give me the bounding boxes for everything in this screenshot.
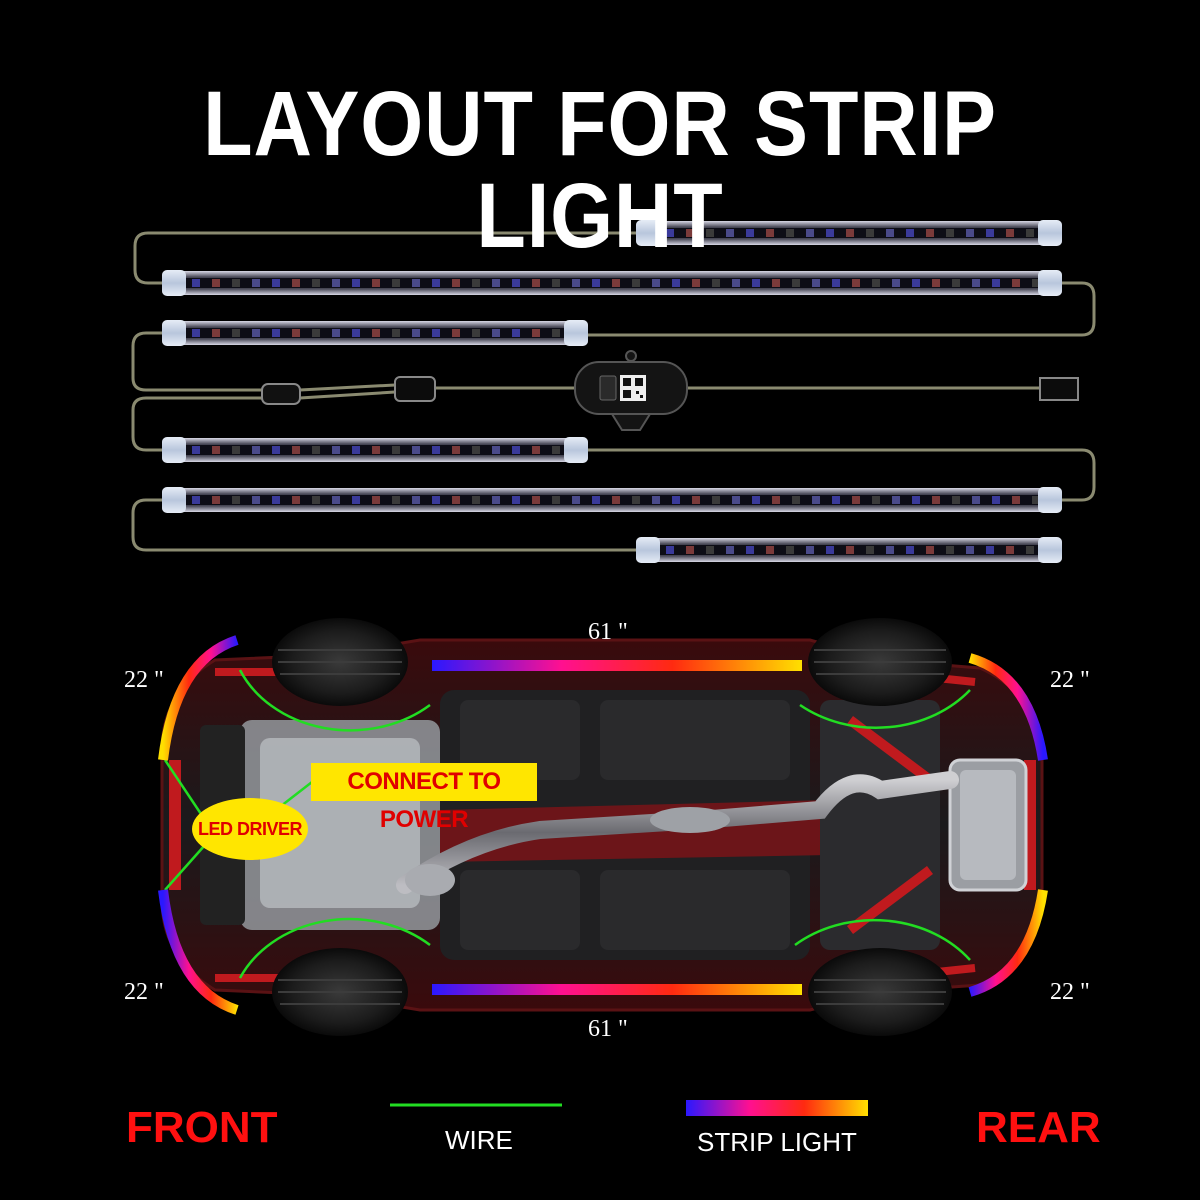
strip-kit-illustration [131,220,1096,563]
strip-side-top [432,660,802,671]
led-strips [162,220,1062,563]
strip-rear-top [968,653,1048,761]
strip-short-top [636,220,1062,246]
front-left-tire [272,618,408,706]
legend-strip-label: STRIP LIGHT [697,1127,857,1157]
connection-wires [131,231,1096,552]
strip-long-2 [162,487,1062,513]
strip-long-1 [162,270,1062,296]
page-title: LAYOUT FOR STRIP LIGHT [203,73,997,267]
dim-side-bottom: 61 " [588,1016,628,1042]
strip-front-top [158,635,239,761]
dim-rear-right-bottom: 22 " [1050,979,1090,1005]
led-driver-callout: LED DRIVER [192,798,308,860]
strip-mid-2 [162,437,588,463]
dim-front-left-bottom: 22 " [124,979,164,1005]
connect-to-power-callout: CONNECT TO POWER [311,763,537,833]
strip-rear-bottom [968,889,1048,997]
legend-rear: REAR [976,1103,1101,1152]
strip-short-bottom [636,537,1062,563]
dim-rear-right-top: 22 " [1050,667,1090,693]
strip-side-bottom [432,984,802,995]
dim-front-left-top: 22 " [124,667,164,693]
car-strip-lights [158,635,1048,1015]
rear-right-tire [808,948,952,1036]
y-splitter [261,376,436,405]
controller-box [574,350,688,431]
rear-left-tire [808,618,952,706]
dim-side-top: 61 " [588,619,628,645]
strip-front-bottom [158,889,239,1015]
strip-mid-1 [162,320,588,346]
legend-strip-swatch [686,1100,868,1116]
front-right-tire [272,948,408,1036]
legend-wire-label: WIRE [445,1125,513,1155]
legend-front: FRONT [126,1103,278,1152]
usb-plug [1039,377,1079,401]
